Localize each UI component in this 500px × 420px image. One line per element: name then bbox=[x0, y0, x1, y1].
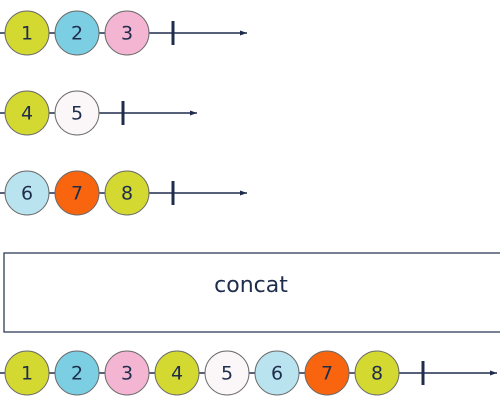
input-2-marble: 4 bbox=[4, 90, 50, 136]
input-3-marble-label: 7 bbox=[71, 183, 83, 205]
output-marble-circle bbox=[104, 350, 150, 396]
output-marble: 5 bbox=[204, 350, 250, 396]
input-1-marble: 2 bbox=[54, 10, 100, 56]
input-1-marble-circle bbox=[54, 10, 100, 56]
operator-box: concat bbox=[3, 252, 500, 333]
input-1-marble-circle bbox=[104, 10, 150, 56]
input-1-marble-circle bbox=[4, 10, 50, 56]
output-marble-circle bbox=[204, 350, 250, 396]
output-marble: 1 bbox=[4, 350, 50, 396]
input-1-marble-label: 2 bbox=[71, 23, 83, 45]
input-1-marble-label: 1 bbox=[21, 23, 33, 45]
input-1-marble-label: 3 bbox=[121, 23, 133, 45]
output-marble: 2 bbox=[54, 350, 100, 396]
input-3-marble: 6 bbox=[4, 170, 50, 216]
output-marble-label: 6 bbox=[271, 363, 283, 385]
input-3-marble-circle bbox=[54, 170, 100, 216]
output-marble: 3 bbox=[104, 350, 150, 396]
output-marble-circle bbox=[54, 350, 100, 396]
input-3-marble-circle bbox=[104, 170, 150, 216]
output-marble-circle bbox=[154, 350, 200, 396]
input-1-marble: 3 bbox=[104, 10, 150, 56]
output-marble: 7 bbox=[304, 350, 350, 396]
input-2-marble-circle bbox=[54, 90, 100, 136]
input-1-timeline: 1 2 3 bbox=[0, 10, 247, 56]
output-marble-label: 5 bbox=[221, 363, 233, 385]
output-marble-label: 7 bbox=[321, 363, 333, 385]
output-marble: 6 bbox=[254, 350, 300, 396]
output-marble: 4 bbox=[154, 350, 200, 396]
output-marble-label: 4 bbox=[171, 363, 183, 385]
input-3-timeline: 6 7 8 bbox=[0, 170, 247, 216]
input-2-marble-label: 5 bbox=[71, 103, 83, 125]
output-timeline: 1 2 3 4 5 6 7 8 bbox=[0, 350, 497, 396]
input-3-marble: 8 bbox=[104, 170, 150, 216]
output-marble-circle bbox=[4, 350, 50, 396]
operator-label: concat bbox=[214, 273, 288, 298]
output-marble-circle bbox=[354, 350, 400, 396]
input-3-marble-circle bbox=[4, 170, 50, 216]
input-2-marble-circle bbox=[4, 90, 50, 136]
output-marble-label: 3 bbox=[121, 363, 133, 385]
input-3-marble-label: 8 bbox=[121, 183, 133, 205]
input-3-marble: 7 bbox=[54, 170, 100, 216]
output-marble: 8 bbox=[354, 350, 400, 396]
input-2-marble: 5 bbox=[54, 90, 100, 136]
output-marble-label: 2 bbox=[71, 363, 83, 385]
output-marble-label: 1 bbox=[21, 363, 33, 385]
input-1-marble: 1 bbox=[4, 10, 50, 56]
output-marble-circle bbox=[304, 350, 350, 396]
output-marble-label: 8 bbox=[371, 363, 383, 385]
input-3-marble-label: 6 bbox=[21, 183, 33, 205]
output-stream: 1 2 3 4 5 6 7 8 bbox=[0, 350, 497, 396]
output-marble-circle bbox=[254, 350, 300, 396]
input-2-marble-label: 4 bbox=[21, 103, 33, 125]
